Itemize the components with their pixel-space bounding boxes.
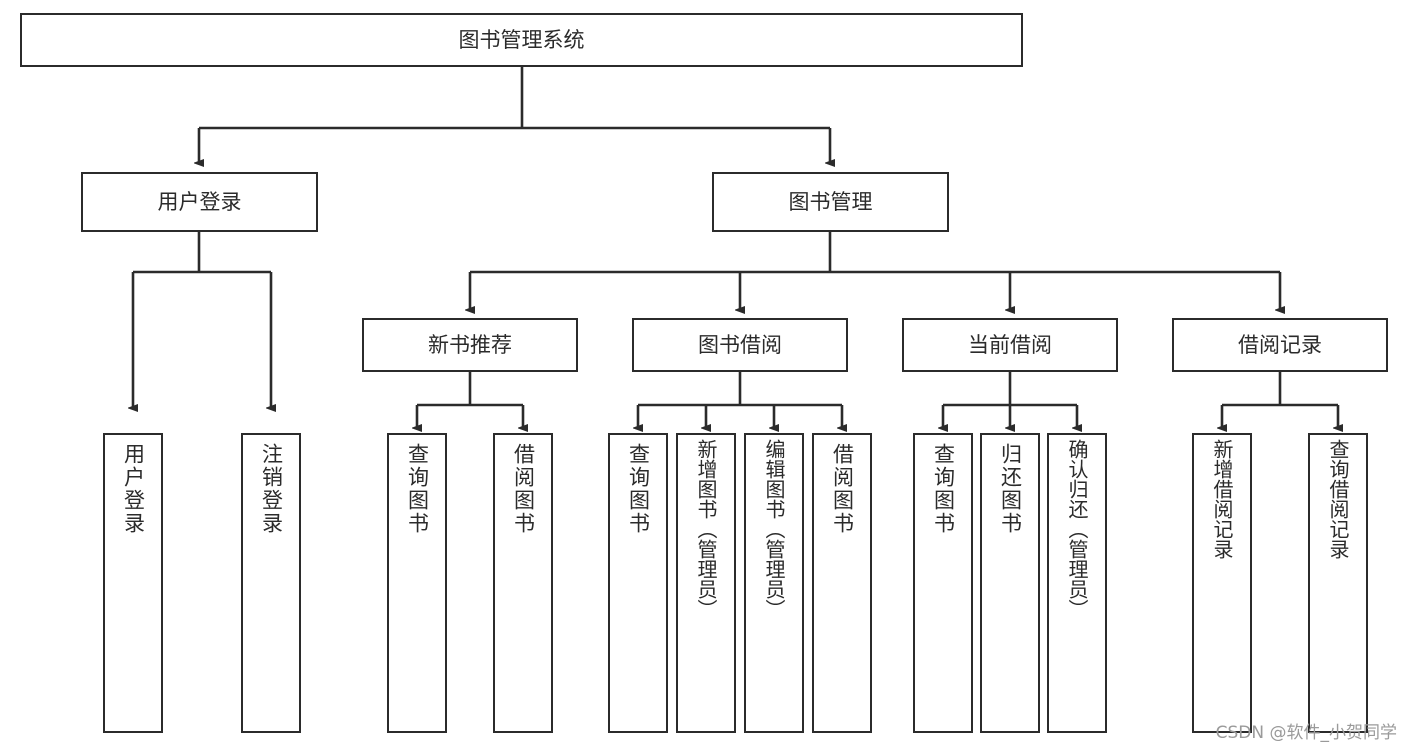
node-leaf-return-book[interactable]: 归还图书 xyxy=(980,433,1040,733)
node-leaf-user-login[interactable]: 用户登录 xyxy=(103,433,163,733)
node-leaf-query-book-2[interactable]: 查询图书 xyxy=(608,433,668,733)
node-leaf-logout-label: 注销登录 xyxy=(259,443,284,535)
node-new-book-rec-label: 新书推荐 xyxy=(428,332,512,357)
node-leaf-query-book-3-label: 查询图书 xyxy=(931,443,956,535)
node-leaf-user-login-label: 用户登录 xyxy=(121,443,146,535)
node-leaf-borrow-book-1[interactable]: 借阅图书 xyxy=(493,433,553,733)
node-book-borrow[interactable]: 图书借阅 xyxy=(632,318,848,372)
node-leaf-confirm-return-label: 确认归还（管理员） xyxy=(1065,439,1089,619)
node-borrow-record-label: 借阅记录 xyxy=(1238,332,1322,357)
node-user-login-label: 用户登录 xyxy=(157,189,242,214)
node-leaf-query-book-3[interactable]: 查询图书 xyxy=(913,433,973,733)
node-root-label: 图书管理系统 xyxy=(458,27,585,52)
node-book-manage[interactable]: 图书管理 xyxy=(712,172,949,232)
node-leaf-borrow-book-2[interactable]: 借阅图书 xyxy=(812,433,872,733)
node-leaf-add-book[interactable]: 新增图书（管理员） xyxy=(676,433,736,733)
node-leaf-add-book-label: 新增图书（管理员） xyxy=(694,439,718,619)
node-leaf-query-book-2-label: 查询图书 xyxy=(626,443,651,535)
node-leaf-query-book-1-label: 查询图书 xyxy=(405,443,430,535)
node-leaf-borrow-book-2-label: 借阅图书 xyxy=(830,443,855,535)
node-new-book-rec[interactable]: 新书推荐 xyxy=(362,318,578,372)
node-leaf-add-record-label: 新增借阅记录 xyxy=(1210,439,1234,559)
node-leaf-logout[interactable]: 注销登录 xyxy=(241,433,301,733)
node-leaf-return-book-label: 归还图书 xyxy=(998,443,1023,535)
node-borrow-record[interactable]: 借阅记录 xyxy=(1172,318,1388,372)
node-book-manage-label: 图书管理 xyxy=(788,189,873,214)
node-current-borrow-label: 当前借阅 xyxy=(968,332,1052,357)
csdn-watermark: CSDN @软件_小贺同学 xyxy=(1215,723,1397,743)
node-leaf-add-record[interactable]: 新增借阅记录 xyxy=(1192,433,1252,733)
node-leaf-confirm-return[interactable]: 确认归还（管理员） xyxy=(1047,433,1107,733)
node-leaf-edit-book-label: 编辑图书（管理员） xyxy=(762,439,786,619)
node-leaf-borrow-book-1-label: 借阅图书 xyxy=(511,443,536,535)
node-user-login[interactable]: 用户登录 xyxy=(81,172,318,232)
node-leaf-edit-book[interactable]: 编辑图书（管理员） xyxy=(744,433,804,733)
node-leaf-query-record-label: 查询借阅记录 xyxy=(1326,439,1350,559)
node-root[interactable]: 图书管理系统 xyxy=(20,13,1023,67)
node-leaf-query-book-1[interactable]: 查询图书 xyxy=(387,433,447,733)
node-book-borrow-label: 图书借阅 xyxy=(698,332,782,357)
node-current-borrow[interactable]: 当前借阅 xyxy=(902,318,1118,372)
node-leaf-query-record[interactable]: 查询借阅记录 xyxy=(1308,433,1368,733)
